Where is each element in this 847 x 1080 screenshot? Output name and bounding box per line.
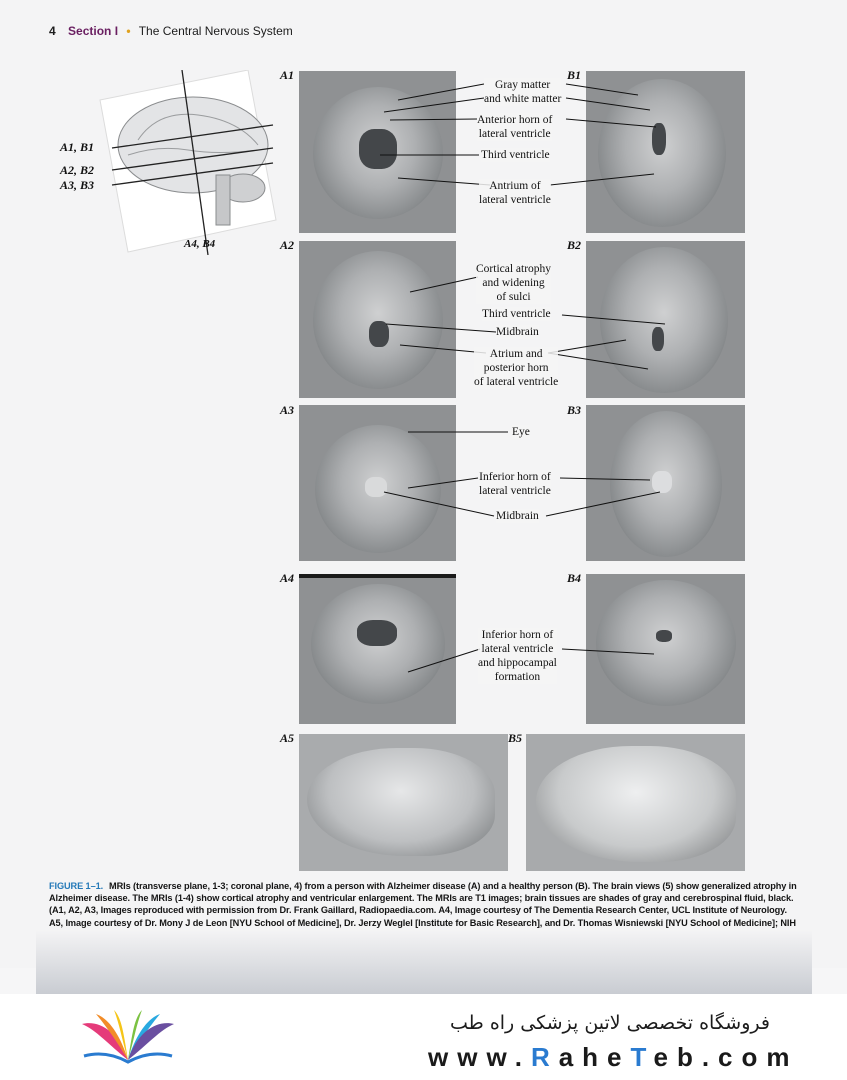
callout-third-ventricle: Third ventricle: [481, 148, 550, 162]
callout-line: Atrium and: [489, 348, 543, 360]
callout-line: and widening: [482, 277, 545, 289]
callout-line: Inferior horn of: [481, 629, 554, 641]
callout-midbrain: Midbrain: [496, 325, 539, 339]
callout-inferior-horn: Inferior horn of lateral ventricle: [479, 470, 551, 498]
ventricle: [359, 129, 397, 169]
callout-line: Inferior horn of: [479, 471, 551, 483]
ventricle: [357, 620, 397, 646]
header-separator: •: [126, 24, 131, 38]
callout-line: Midbrain: [496, 326, 539, 338]
url-part: eb: [653, 1042, 702, 1072]
brain-lateral: [536, 746, 736, 862]
figure-label: FIGURE 1–1.: [49, 881, 104, 891]
chapter-title: The Central Nervous System: [138, 24, 293, 38]
callout-line: and white matter: [484, 93, 562, 105]
callout-line: lateral ventricle: [479, 194, 551, 206]
diagram-label-a4b4: A4, B4: [184, 238, 216, 250]
callout-line: of sulci: [496, 291, 531, 303]
label-a2: A2: [280, 238, 295, 252]
ventricle: [652, 123, 666, 155]
callout-line: Midbrain: [496, 510, 539, 522]
ventricle: [652, 327, 664, 351]
midbrain: [365, 477, 387, 497]
orientation-diagram: A1, B1 A2, B2 A3, B3 A4, B4: [60, 69, 278, 256]
brain-sketch-icon: [99, 69, 277, 256]
mri-a2: [299, 241, 456, 398]
diagram-label-a3b3: A3, B3: [60, 178, 95, 192]
callout-line: lateral ventricle: [481, 643, 554, 655]
callout-hippocampal: Inferior horn of lateral ventricle and h…: [478, 628, 557, 684]
callout-line: Third ventricle: [482, 308, 551, 320]
mri-b3: [586, 405, 745, 561]
photo-a5: [299, 734, 508, 871]
callout-line: Eye: [512, 426, 530, 438]
url-part: .com: [701, 1042, 799, 1072]
callout-atrium-posterior-horn: Atrium and posterior horn of lateral ven…: [474, 347, 559, 389]
ventricle: [656, 630, 672, 642]
callout-line: formation: [494, 671, 541, 683]
callout-midbrain-2: Midbrain: [496, 509, 539, 523]
callout-line: and hippocampal: [478, 657, 557, 669]
brand-url[interactable]: www.RaheTeb.com: [428, 1042, 799, 1073]
url-part: ahe: [558, 1042, 631, 1072]
label-b5: B5: [508, 731, 523, 745]
callout-line: posterior horn: [483, 362, 549, 374]
label-a4: A4: [280, 571, 295, 585]
label-b1: B1: [567, 68, 582, 82]
page-fade: [36, 930, 812, 994]
mri-b4: [586, 574, 745, 724]
callout-line: Third ventricle: [481, 149, 550, 161]
callout-antrium: Antrium of lateral ventricle: [479, 179, 551, 207]
callout-line: Cortical atrophy: [476, 263, 552, 275]
ventricle: [369, 321, 389, 347]
callout-line: Anterior horn of: [477, 114, 553, 126]
url-part: www.: [428, 1042, 531, 1072]
mri-b2: [586, 241, 745, 398]
brain-coronal: [596, 580, 736, 706]
brain-lateral: [307, 748, 495, 856]
mri-a3: [299, 405, 456, 561]
callout-line: Gray matter: [495, 79, 551, 91]
callout-cortical-atrophy: Cortical atrophy and widening of sulci: [476, 262, 552, 304]
photo-b5: [526, 734, 745, 871]
brain-axial: [600, 247, 728, 393]
label-b3: B3: [567, 403, 582, 417]
callout-anterior-horn: Anterior horn of lateral ventricle: [477, 113, 553, 141]
diagram-label-a2b2: A2, B2: [60, 163, 95, 177]
label-b4: B4: [567, 571, 582, 585]
top-bar: [299, 574, 456, 578]
label-a1: A1: [280, 68, 295, 82]
section-title: Section I: [68, 24, 119, 38]
label-b2: B2: [567, 238, 582, 252]
brain-axial: [313, 251, 443, 389]
callout-gray-white-matter: Gray matter and white matter: [484, 78, 562, 106]
callout-line: lateral ventricle: [478, 128, 551, 140]
diagram-label-a1b1: A1, B1: [60, 140, 95, 154]
label-a3: A3: [280, 403, 295, 417]
url-part: T: [630, 1042, 654, 1072]
callout-eye: Eye: [512, 425, 530, 439]
textbook-page: 4 Section I • The Central Nervous System…: [49, 24, 797, 940]
midbrain: [652, 471, 672, 493]
mri-a4: [299, 574, 456, 724]
mri-a1: [299, 71, 456, 233]
callout-line: lateral ventricle: [479, 485, 551, 497]
mri-b1: [586, 71, 745, 233]
label-a5: A5: [280, 731, 295, 745]
callout-line: Antrium of: [489, 180, 541, 192]
url-part: R: [530, 1042, 559, 1072]
page-header: 4 Section I • The Central Nervous System: [49, 24, 293, 38]
brand-persian-text: فروشگاه تخصصی لاتین پزشکی راه طب: [450, 1012, 770, 1034]
callout-line: of lateral ventricle: [474, 376, 559, 388]
book-logo-icon: [82, 1010, 174, 1064]
page-number: 4: [49, 24, 56, 38]
callout-third-ventricle-2: Third ventricle: [482, 307, 551, 321]
